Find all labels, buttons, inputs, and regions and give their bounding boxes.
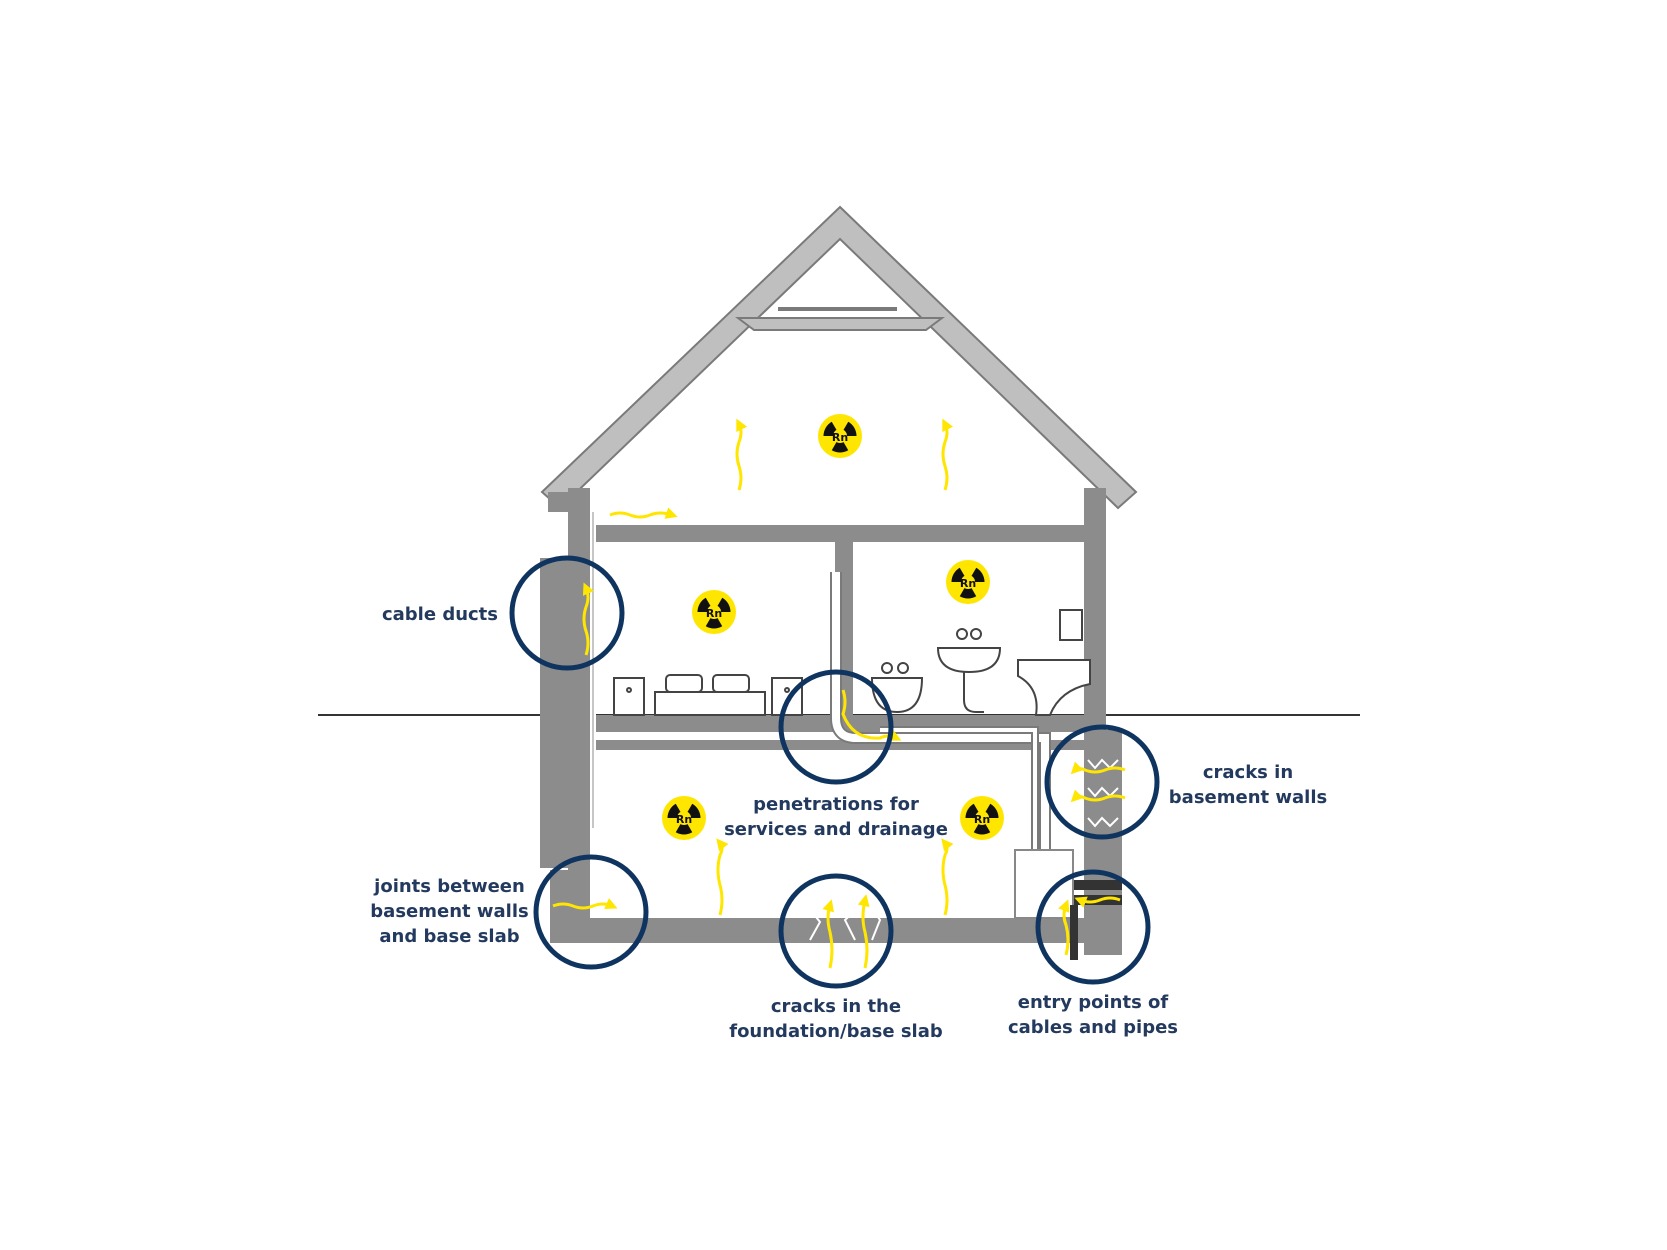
radon-symbol-label: Rn [974,813,990,826]
radon-symbol-basement-left: Rn [662,796,706,840]
radon-symbol-bedroom: Rn [692,590,736,634]
radon-symbol-attic: Rn [818,414,862,458]
drainage-pipes [830,572,1051,850]
radon-symbol-bathroom: Rn [946,560,990,604]
label-basement-cracks: cracks in basement walls [1168,762,1328,808]
circle-foundation-cracks [778,873,894,989]
circle-cable-ducts [509,555,625,671]
circle-joints [533,854,649,970]
roof [540,205,1138,510]
attic-floor-slab [590,525,1084,542]
bathroom-fixtures [870,609,1091,716]
left-wall-upper-thick [540,558,590,868]
bedroom-furniture [613,674,803,716]
circle-entry-points [1035,869,1151,985]
radon-symbol-label: Rn [832,431,848,444]
label-cable-ducts: cable ducts [381,604,499,625]
radon-symbol-basement-right: Rn [960,796,1004,840]
radon-symbol-label: Rn [706,607,722,620]
label-foundation-cracks: cracks in the foundation/base slab [729,996,943,1042]
label-entry-points: entry points of cables and pipes [1007,992,1179,1038]
radon-symbol-label: Rn [676,813,692,826]
basement-divider [590,740,1084,750]
slab-cracks [809,889,883,941]
circle-basement-cracks [1044,724,1160,840]
radon-symbol-label: Rn [960,577,976,590]
wall-cracks [1087,758,1119,828]
label-joints: joints between basement walls and base s… [370,876,529,947]
label-penetrations: penetrations for services and drainage [724,794,948,840]
highlight-circles [509,555,1160,989]
circle-penetrations [778,669,894,785]
